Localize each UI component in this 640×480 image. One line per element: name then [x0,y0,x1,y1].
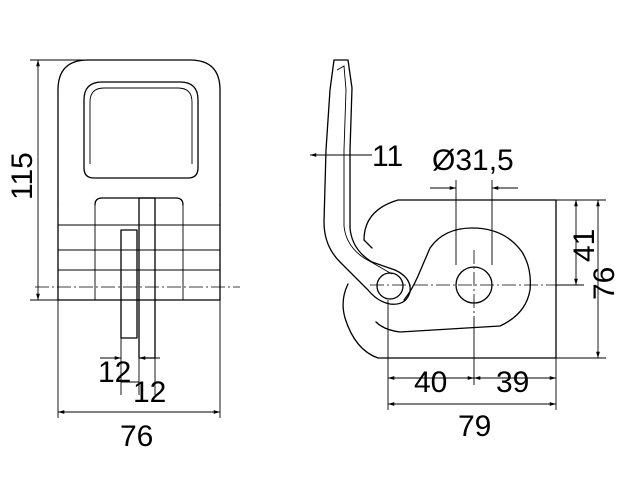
center-plate [120,229,138,339]
side-dimensions: 11 Ø31,5 41 76 40 39 79 [310,140,621,443]
dim-plate-b-label: 12 [133,376,166,409]
dim-plate-a-label: 12 [98,356,131,389]
dim-front-height-label: 115 [6,152,39,200]
dim-right-offset-label: 39 [496,366,529,399]
front-dimensions: 115 76 12 12 [6,59,221,453]
dim-front-width-label: 76 [120,420,153,453]
loop-outer-outline [57,59,221,206]
base-plate [342,199,557,359]
pivot-circle [376,272,404,300]
dim-tongue-thickness-label: 11 [372,140,403,173]
side-view [323,59,560,359]
hook-tongue [323,59,411,305]
dim-side-width-label: 79 [458,410,491,443]
latch-body [375,227,531,333]
front-view [35,59,240,359]
dim-hole-diameter-label: Ø31,5 [432,144,514,177]
tongue-plate [138,197,156,359]
dim-side-height-label: 76 [588,267,621,300]
dim-hole-height-label: 41 [568,229,601,262]
dim-left-offset-label: 40 [414,366,447,399]
loop-window [83,81,199,179]
